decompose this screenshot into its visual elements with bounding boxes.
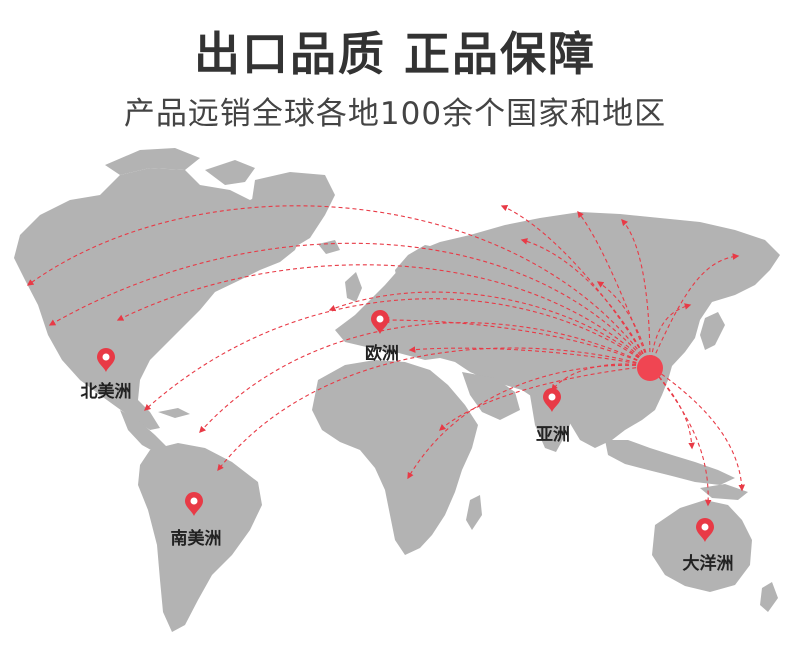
land-japan	[700, 312, 725, 350]
route-to-south-america	[217, 347, 651, 472]
land-arctic-islands	[105, 148, 200, 175]
route-to-south-america-north	[199, 322, 651, 433]
land-caribbean	[158, 408, 190, 418]
route-to-east-africa	[439, 365, 651, 431]
route-to-europe	[382, 316, 651, 367]
pin-north-america	[97, 348, 115, 372]
land-madagascar	[466, 495, 482, 530]
route-to-siberia	[577, 210, 651, 367]
route-to-india	[551, 363, 651, 392]
continents	[14, 148, 780, 632]
land-scandinavia	[395, 245, 440, 290]
land-north-america	[14, 168, 305, 430]
land-australia	[652, 500, 752, 592]
land-india	[530, 395, 575, 452]
route-to-australia-west	[649, 365, 712, 507]
land-africa	[312, 360, 478, 555]
land-arabia	[462, 372, 520, 420]
route-to-canada	[48, 242, 651, 367]
region-label-south-america: 南美洲	[171, 528, 222, 549]
pin-south-america	[185, 492, 203, 516]
land-south-america	[138, 443, 262, 632]
origin-dot-icon	[637, 355, 663, 381]
land-southeast-asia	[605, 440, 735, 485]
shipping-routes	[26, 205, 746, 507]
route-to-russia-north	[500, 205, 651, 367]
route-to-siberia-east	[621, 219, 651, 367]
page-subline: 产品远销全球各地100余个国家和地区	[123, 96, 667, 132]
pin-asia	[543, 388, 561, 412]
region-label-north-america: 北美洲	[81, 381, 132, 402]
route-to-uk	[328, 291, 651, 367]
route-to-australia-east	[649, 365, 746, 492]
route-to-alaska	[26, 205, 651, 367]
land-british-isles	[345, 272, 362, 302]
route-to-africa	[407, 364, 651, 480]
land-new-guinea	[700, 484, 748, 500]
route-to-russia-west	[520, 238, 651, 367]
land-eurasia	[335, 212, 780, 448]
page-headline: 出口品质 正品保障	[193, 27, 596, 81]
region-label-europe: 欧洲	[365, 343, 399, 364]
land-new-zealand	[760, 582, 778, 612]
land-iceland	[318, 240, 340, 254]
region-label-oceania: 大洋洲	[683, 553, 734, 574]
land-central-america	[120, 410, 168, 455]
route-to-mongolia	[596, 281, 651, 367]
land-arctic-islands-2	[205, 160, 255, 185]
route-to-indonesia	[649, 365, 695, 450]
pin-oceania	[696, 518, 714, 542]
pin-europe	[371, 310, 389, 334]
route-to-far-east	[649, 253, 740, 367]
route-to-mediterranean	[408, 346, 651, 367]
region-label-asia: 亚洲	[536, 425, 570, 445]
land-greenland	[252, 172, 335, 250]
